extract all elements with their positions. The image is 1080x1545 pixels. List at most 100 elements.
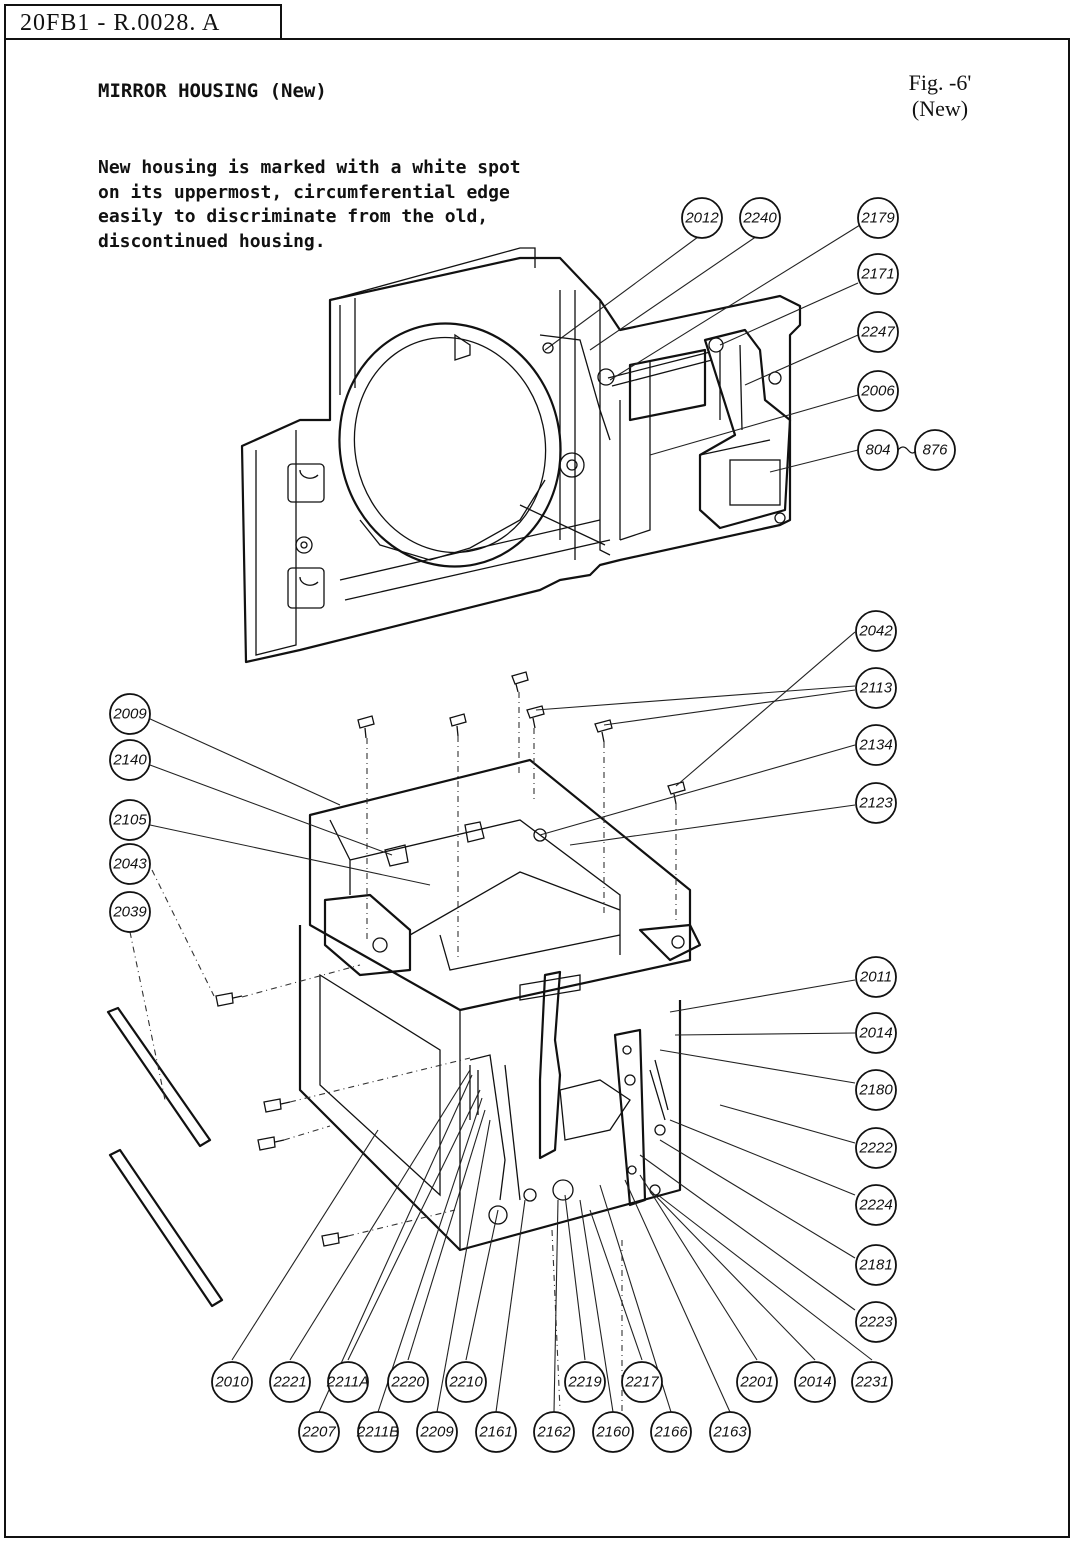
part-callouts: 2012 2240 2179 2171 2247 2006 804 876 20… (109, 197, 956, 1453)
figure-label: Fig. -6' (New) (880, 70, 1000, 122)
callout-2043: 2043 (109, 843, 151, 885)
svg-text:2211B: 2211B (356, 1424, 399, 1441)
callout-2231: 2231 (851, 1361, 893, 1403)
svg-text:2171: 2171 (860, 266, 894, 283)
callout-2201: 2201 (736, 1361, 778, 1403)
svg-text:2223: 2223 (858, 1314, 893, 1331)
svg-text:2221: 2221 (272, 1374, 306, 1391)
svg-text:2209: 2209 (419, 1424, 454, 1441)
range-tilde (897, 446, 917, 454)
callout-2042: 2042 (855, 610, 897, 652)
note-line: New housing is marked with a white spot (98, 157, 521, 178)
svg-text:2222: 2222 (858, 1140, 893, 1157)
svg-text:2042: 2042 (858, 623, 893, 640)
svg-text:2039: 2039 (112, 904, 147, 921)
mirror-box-lower (298, 758, 702, 1252)
svg-text:2012: 2012 (684, 210, 719, 227)
callout-2209: 2209 (416, 1411, 458, 1453)
svg-text:2014: 2014 (858, 1025, 892, 1042)
svg-text:2160: 2160 (595, 1424, 630, 1441)
callout-2217: 2217 (621, 1361, 663, 1403)
svg-text:2166: 2166 (653, 1424, 688, 1441)
svg-text:2211A: 2211A (326, 1374, 369, 1391)
callout-2014: 2014 (855, 1012, 897, 1054)
leader-lines (147, 224, 873, 1413)
callout-2240: 2240 (739, 197, 781, 239)
svg-text:2210: 2210 (448, 1374, 483, 1391)
note-line: on its uppermost, circumferential edge (98, 181, 510, 203)
svg-text:2201: 2201 (739, 1374, 773, 1391)
svg-text:2180: 2180 (858, 1082, 893, 1099)
callout-2210: 2210 (445, 1361, 487, 1403)
callout-2207: 2207 (298, 1411, 340, 1453)
housing-note: New housing is marked with a white spot … (98, 156, 521, 254)
callout-2009: 2009 (109, 693, 151, 735)
screws (215, 671, 686, 1247)
callout-2014-bottom: 2014 (794, 1361, 836, 1403)
svg-text:2009: 2009 (112, 706, 147, 723)
callout-2140: 2140 (109, 739, 151, 781)
svg-text:2006: 2006 (860, 383, 895, 400)
callout-804: 804 (857, 429, 899, 471)
document-id: 20FB1 - R.0028. A (4, 4, 282, 38)
assembly-lines (129, 692, 677, 1420)
svg-text:2247: 2247 (860, 324, 895, 341)
callout-2123: 2123 (855, 782, 897, 824)
callout-2012: 2012 (681, 197, 723, 239)
callout-2113: 2113 (855, 667, 897, 709)
svg-text:2140: 2140 (112, 752, 147, 769)
felt-strips (106, 1006, 224, 1308)
svg-text:2162: 2162 (536, 1424, 571, 1441)
callout-2180: 2180 (855, 1069, 897, 1111)
callout-2166: 2166 (650, 1411, 692, 1453)
callout-2219: 2219 (564, 1361, 606, 1403)
note-line: discontinued housing. (98, 230, 326, 252)
figure-number: Fig. -6' (908, 70, 972, 95)
svg-text:2011: 2011 (859, 969, 892, 986)
svg-text:2220: 2220 (390, 1374, 425, 1391)
callout-2105: 2105 (109, 799, 151, 841)
callout-2134: 2134 (855, 724, 897, 766)
callout-2223: 2223 (855, 1301, 897, 1343)
callout-2221: 2221 (269, 1361, 311, 1403)
callout-2211a: 2211A (326, 1361, 369, 1403)
callout-2163: 2163 (709, 1411, 751, 1453)
svg-text:2010: 2010 (214, 1374, 249, 1391)
callout-2211b: 2211B (356, 1411, 399, 1453)
svg-text:2163: 2163 (712, 1424, 747, 1441)
callout-2039: 2039 (109, 891, 151, 933)
callout-2162: 2162 (533, 1411, 575, 1453)
callout-2006: 2006 (857, 370, 899, 412)
callout-2011: 2011 (855, 956, 897, 998)
callout-2179: 2179 (857, 197, 899, 239)
svg-text:2179: 2179 (860, 210, 895, 227)
svg-text:2217: 2217 (624, 1374, 659, 1391)
svg-text:2014: 2014 (797, 1374, 831, 1391)
svg-text:2105: 2105 (112, 812, 147, 829)
callout-876: 876 (914, 429, 956, 471)
callout-2171: 2171 (857, 253, 899, 295)
svg-text:2207: 2207 (301, 1424, 336, 1441)
svg-text:2181: 2181 (858, 1257, 892, 1274)
svg-text:804: 804 (865, 442, 890, 459)
callout-2222: 2222 (855, 1127, 897, 1169)
svg-text:2231: 2231 (854, 1374, 888, 1391)
callout-2161: 2161 (475, 1411, 517, 1453)
callout-2160: 2160 (592, 1411, 634, 1453)
svg-text:2123: 2123 (858, 795, 893, 812)
svg-text:876: 876 (922, 442, 948, 459)
callout-2181: 2181 (855, 1244, 897, 1286)
callout-2247: 2247 (857, 311, 899, 353)
mirror-housing-upper (240, 247, 802, 664)
note-line: easily to discriminate from the old, (98, 206, 489, 227)
svg-text:2113: 2113 (859, 680, 893, 697)
svg-text:2161: 2161 (478, 1424, 512, 1441)
callout-2224: 2224 (855, 1184, 897, 1226)
svg-text:2240: 2240 (742, 210, 777, 227)
svg-text:2224: 2224 (858, 1197, 892, 1214)
figure-subtitle: (New) (911, 96, 969, 121)
callout-2010: 2010 (211, 1361, 253, 1403)
svg-text:2134: 2134 (858, 737, 892, 754)
svg-text:2219: 2219 (567, 1374, 602, 1391)
